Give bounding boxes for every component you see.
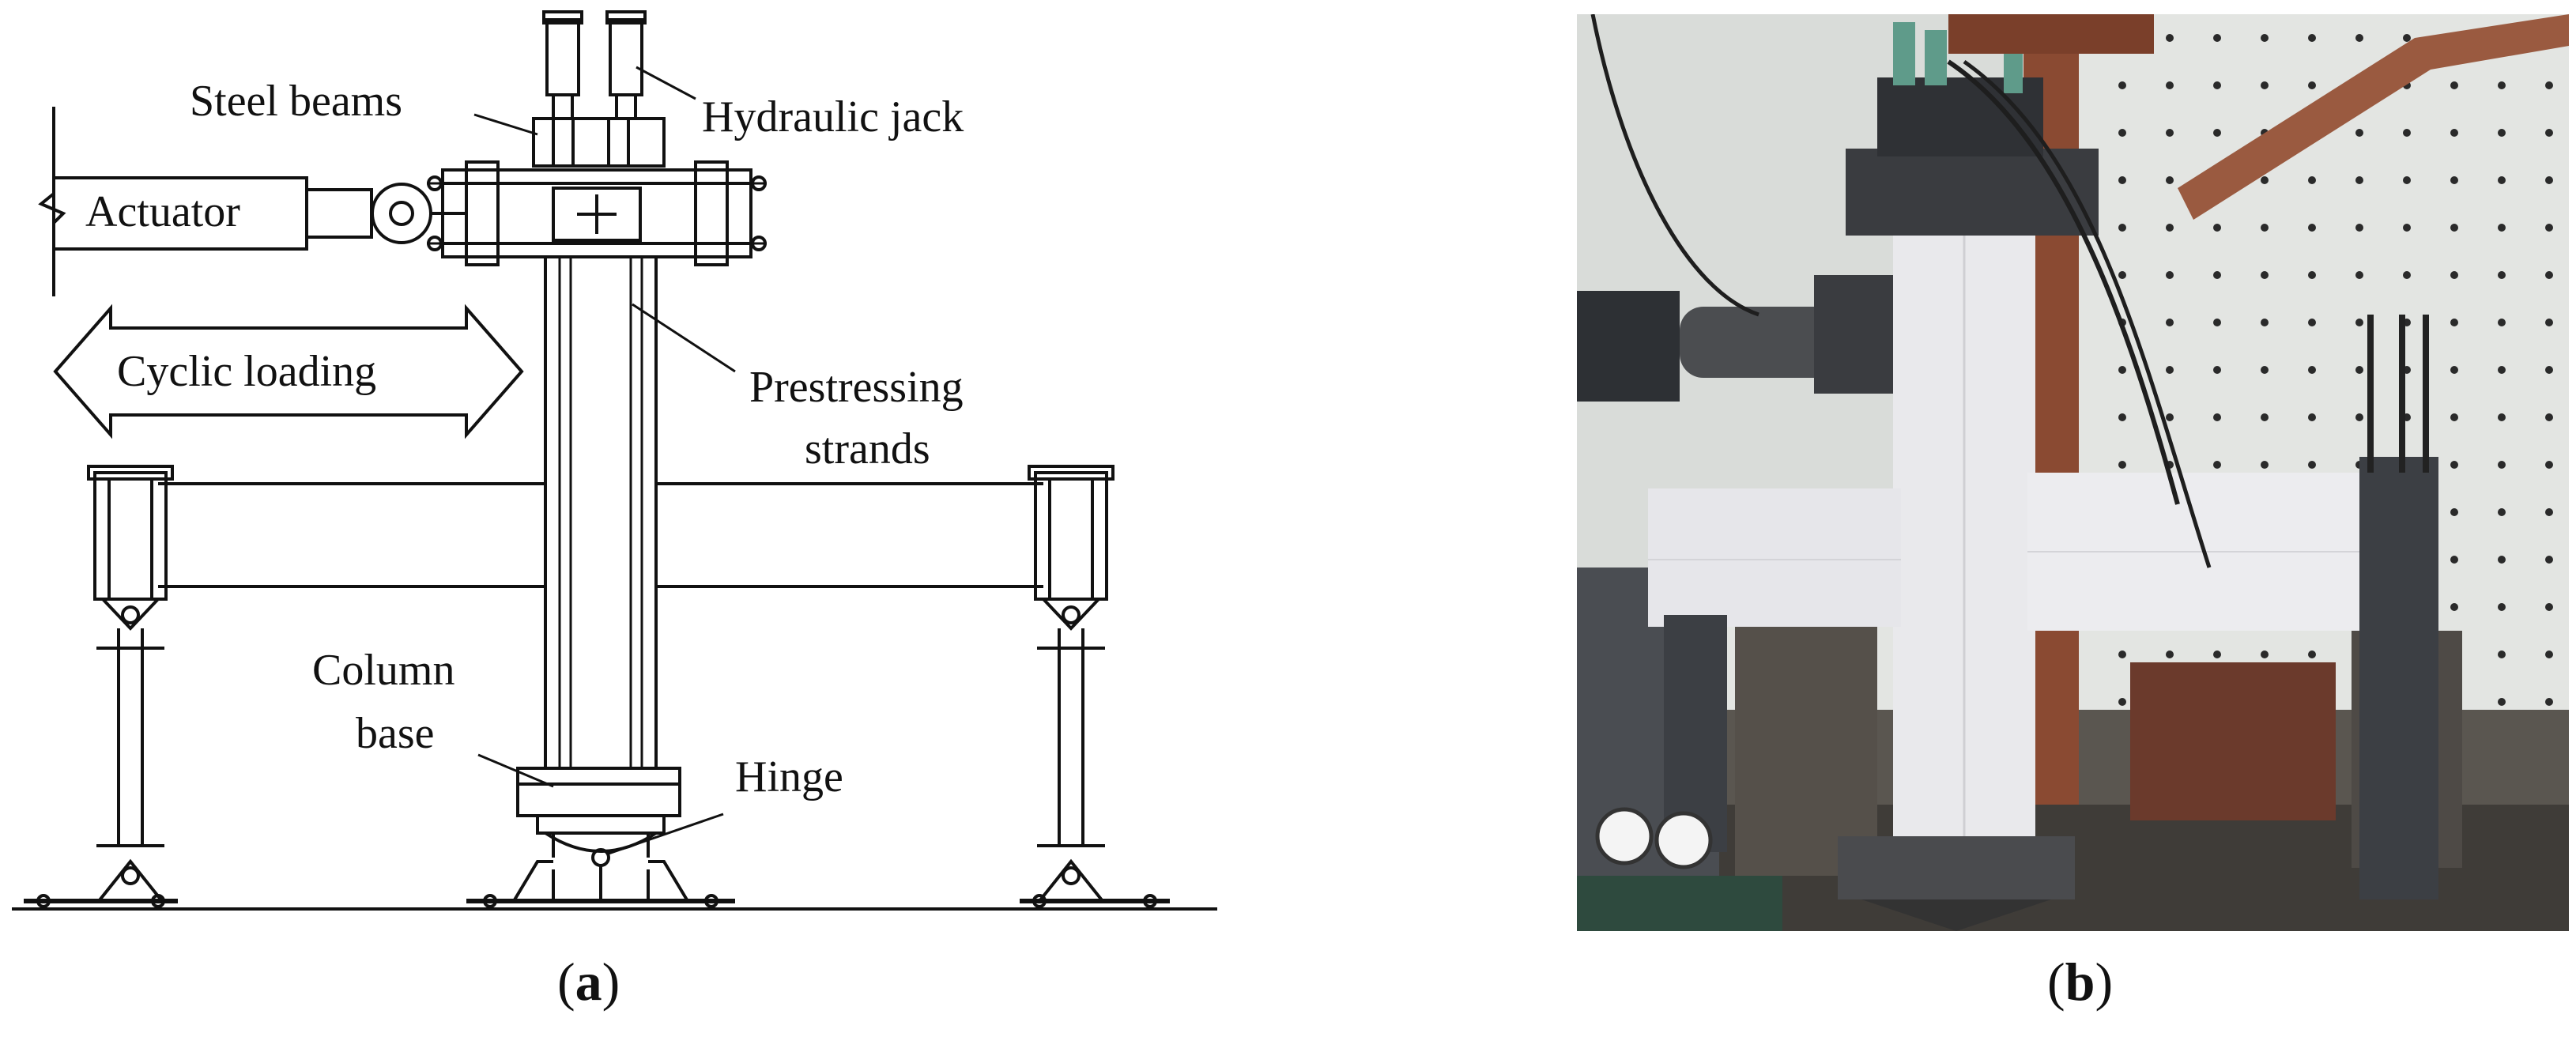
leader-column-base [477,753,554,788]
caption-b-letter: b [2065,952,2095,1012]
caption-a-letter: a [575,952,602,1012]
actuator-rod [305,188,373,239]
label-strands: strands [805,424,930,473]
leader-prestressing [632,303,736,373]
photo-base-block [1838,836,2075,899]
photo-gauge-right [1654,811,1713,869]
cyclic-loading-arrow [53,304,524,439]
label-prestressing: Prestressing [749,363,964,412]
photo-left-support [1664,615,1727,852]
test-setup-schematic [12,10,1217,911]
test-setup-photo [1577,14,2569,931]
photo-right-support [2359,457,2438,899]
top-clamp [441,168,752,258]
photo-panel [1577,14,2569,931]
hydraulic-jack-left [545,18,580,96]
right-support-cap [1034,471,1108,601]
steel-beams-block [532,117,666,168]
label-hinge: Hinge [735,752,843,801]
label-base: base [356,709,435,758]
left-support-cap [93,471,168,601]
label-column: Column [312,646,455,695]
actuator-pin-outer [371,183,432,244]
hinge-support [512,860,689,903]
schematic-panel: Steel beams Hydraulic jack Actuator Cycl… [0,0,1233,933]
photo-beam-left [1648,488,1901,627]
hydraulic-jack-right [609,18,643,96]
leader-steel-beams [473,113,538,136]
label-hydraulic-jack: Hydraulic jack [702,92,964,141]
actuator-pin-inner [389,201,414,226]
leader-hinge [608,813,724,855]
photo-actuator [1577,291,1680,402]
caption-b: (b) [2047,952,2114,1012]
label-cyclic-loading: Cyclic loading [117,347,377,396]
column-base-plate [516,767,681,817]
label-steel-beams: Steel beams [190,77,403,126]
label-actuator: Actuator [85,187,240,236]
leader-hydraulic-jack [636,66,696,100]
caption-a: (a) [557,952,620,1012]
photo-gauge-left [1595,807,1654,865]
